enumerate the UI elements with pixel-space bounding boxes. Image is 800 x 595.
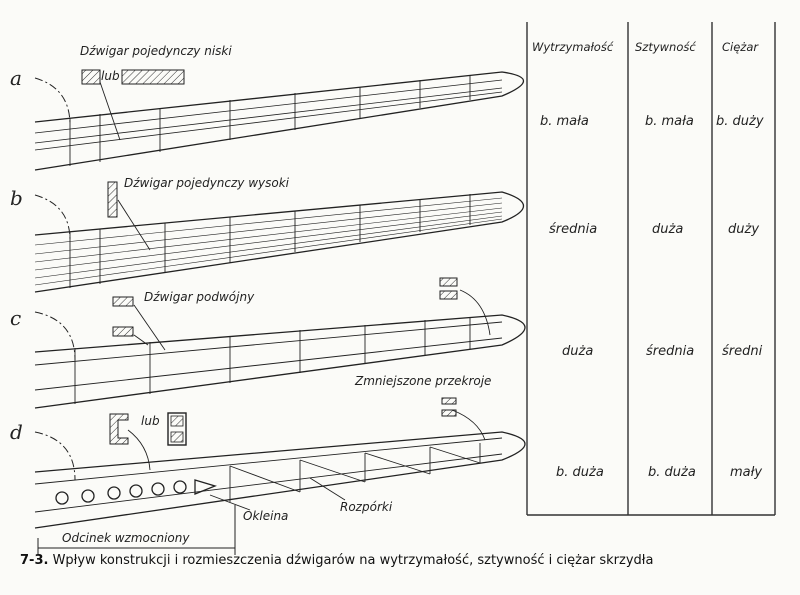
cell-a-wytrzymalosc: b. mała — [540, 114, 589, 129]
header-wytrzymalosc: Wytrzymałość — [532, 40, 614, 54]
label-okleina: Okleina — [243, 509, 289, 523]
label-lub-d: lub — [141, 414, 160, 428]
label-rozparki: Rozpórki — [340, 500, 393, 514]
label-odcinek-wzmocniony: Odcinek wzmocniony — [62, 531, 190, 545]
cell-d-wytrzymalosc: b. duża — [556, 465, 604, 480]
cell-c-wytrzymalosc: duża — [562, 344, 594, 359]
label-single-high-spar: Dźwigar pojedynczy wysoki — [124, 176, 290, 190]
figure-caption: 7-3. Wpływ konstrukcji i rozmieszczenia … — [20, 553, 653, 568]
caption-number: 7-3. — [20, 553, 49, 568]
spar-section-low-a2 — [121, 69, 185, 85]
cell-a-ciezar: b. duży — [716, 114, 764, 129]
wing-b — [34, 191, 524, 293]
spar-section-reduced-d2 — [441, 409, 457, 417]
wing-d — [34, 409, 526, 555]
label-single-low-spar: Dźwigar pojedynczy niski — [80, 44, 232, 58]
wing-letter-d: d — [10, 420, 23, 444]
wing-a — [34, 71, 524, 171]
cell-d-ciezar: mały — [730, 465, 763, 480]
cell-b-ciezar: duży — [728, 222, 760, 237]
spar-section-small-c1 — [439, 277, 458, 287]
spar-section-reduced-d1 — [441, 397, 457, 405]
cell-b-sztywnosc: duża — [652, 222, 684, 237]
spar-section-low-a1 — [81, 69, 101, 85]
spar-section-double-c1 — [112, 296, 134, 307]
header-ciezar: Ciężar — [722, 40, 759, 54]
wing-letter-a: a — [10, 66, 22, 90]
properties-table-frame — [526, 22, 776, 516]
cell-d-sztywnosc: b. duża — [648, 465, 696, 480]
spar-section-c-shape-d — [109, 413, 129, 445]
caption-text: Wpływ konstrukcji i rozmieszczenia dźwig… — [52, 553, 654, 568]
cell-b-wytrzymalosc: średnia — [549, 222, 598, 237]
wing-c — [34, 289, 526, 409]
cell-c-ciezar: średni — [722, 344, 763, 359]
header-sztywnosc: Sztywność — [635, 40, 696, 54]
spar-section-double-c2 — [112, 326, 134, 337]
spar-section-box-d — [167, 412, 187, 446]
cell-c-sztywnosc: średnia — [646, 344, 695, 359]
label-double-spar: Dźwigar podwójny — [144, 290, 255, 304]
label-lub-a: lub — [101, 69, 120, 83]
spar-section-small-c2 — [439, 290, 458, 300]
cell-a-sztywnosc: b. mała — [645, 114, 694, 129]
wing-letter-b: b — [10, 186, 23, 210]
spar-section-high-b — [107, 181, 118, 218]
label-reduced-sections: Zmniejszone przekroje — [355, 374, 492, 388]
wing-letter-c: c — [10, 306, 22, 330]
